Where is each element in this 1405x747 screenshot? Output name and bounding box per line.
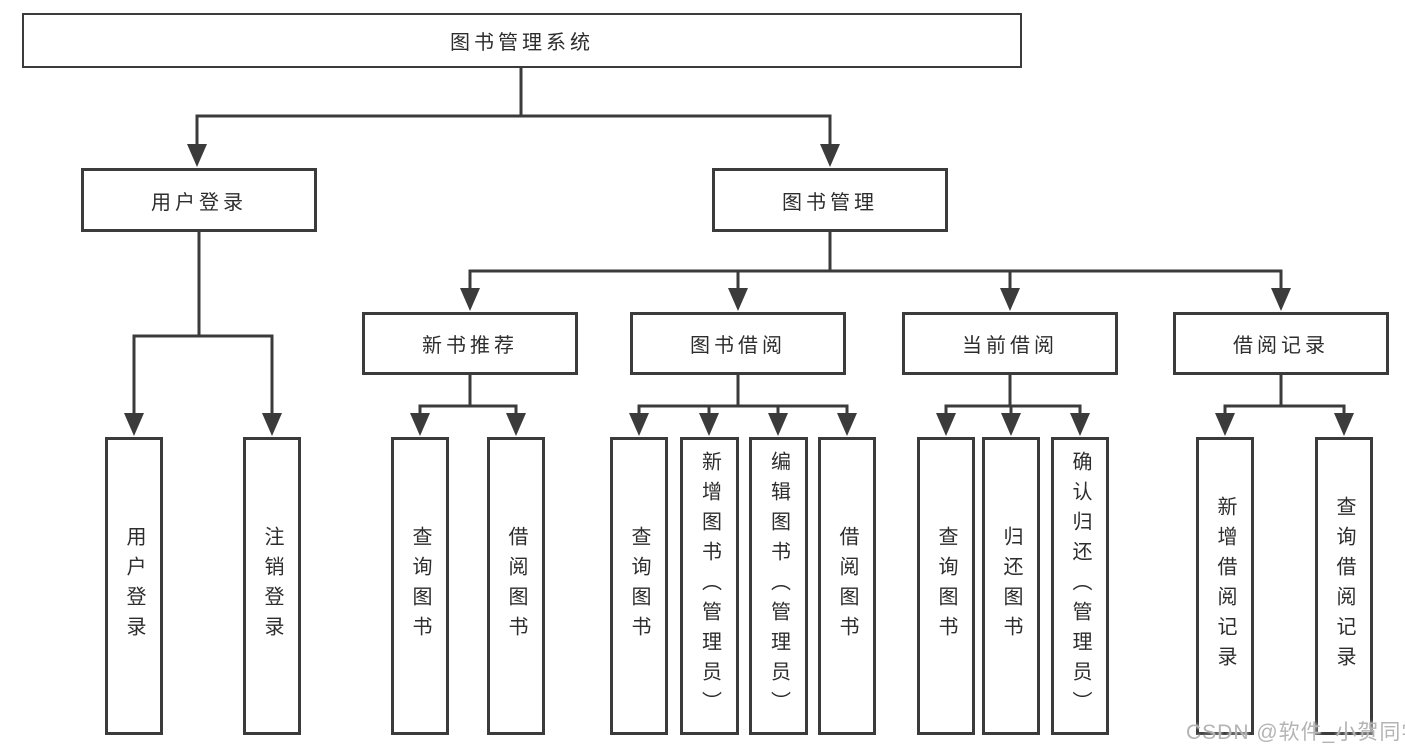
arrow-leaf-user-login xyxy=(124,413,144,436)
leaf-query-borrow-record: 查询借阅记录 xyxy=(1315,437,1373,735)
edge-management-split xyxy=(468,230,1283,293)
arrow-borrow-records xyxy=(1271,288,1291,311)
node-user-login: 用户登录 xyxy=(81,168,317,232)
arrow-leaf-add-books xyxy=(699,413,719,436)
arrow-leaf-confirm-return xyxy=(1070,413,1090,436)
leaf-borrow-books-recommend: 借阅图书 xyxy=(487,437,545,735)
arrow-leaf-query-books-2 xyxy=(629,413,649,436)
csdn-watermark: CSDN @软件_小贺同学 xyxy=(1186,721,1405,744)
arrow-leaf-borrow-books-1 xyxy=(506,413,526,436)
node-book-management: 图书管理 xyxy=(712,168,948,232)
arrow-book-borrowing xyxy=(728,288,748,311)
node-new-book-recommend: 新书推荐 xyxy=(362,312,578,375)
leaf-add-borrow-record: 新增借阅记录 xyxy=(1196,437,1254,735)
edge-recommend-split xyxy=(418,373,518,418)
arrow-new-book-recommend xyxy=(460,288,480,311)
arrow-leaf-add-record xyxy=(1215,413,1235,436)
node-library-management-system: 图书管理系统 xyxy=(22,13,1022,68)
arrow-leaf-query-record xyxy=(1334,413,1354,436)
arrow-leaf-return-books xyxy=(1001,413,1021,436)
node-current-borrowing: 当前借阅 xyxy=(902,312,1118,375)
arrow-leaf-query-books-1 xyxy=(410,413,430,436)
node-borrow-records: 借阅记录 xyxy=(1173,312,1389,375)
arrow-leaf-query-books-3 xyxy=(936,413,956,436)
leaf-borrow-books-borrowing: 借阅图书 xyxy=(818,437,876,735)
edge-current-split xyxy=(944,373,1082,418)
arrow-current-borrowing xyxy=(1000,288,1020,311)
arrow-user-login xyxy=(187,144,207,167)
leaf-logout-login: 注销登录 xyxy=(243,437,301,735)
leaf-return-books: 归还图书 xyxy=(982,437,1040,735)
arrow-leaf-borrow-books-2 xyxy=(837,413,857,436)
edge-login-split xyxy=(132,229,274,418)
leaf-query-books-recommend: 查询图书 xyxy=(391,437,449,735)
leaf-query-books-borrowing: 查询图书 xyxy=(610,437,668,735)
arrow-leaf-logout xyxy=(262,413,282,436)
leaf-add-books-admin: 新增图书（管理员） xyxy=(680,437,739,735)
edge-borrowing-split xyxy=(637,373,849,418)
leaf-edit-books-admin: 编辑图书（管理员） xyxy=(749,437,808,735)
leaf-confirm-return-admin: 确认归还（管理员） xyxy=(1051,437,1109,735)
arrow-book-management xyxy=(820,144,840,167)
edge-root-split xyxy=(195,66,832,150)
edge-records-split xyxy=(1223,373,1346,418)
leaf-user-login: 用户登录 xyxy=(105,437,163,735)
node-book-borrowing: 图书借阅 xyxy=(630,312,846,375)
leaf-query-books-current: 查询图书 xyxy=(917,437,975,735)
arrow-leaf-edit-books xyxy=(768,413,788,436)
